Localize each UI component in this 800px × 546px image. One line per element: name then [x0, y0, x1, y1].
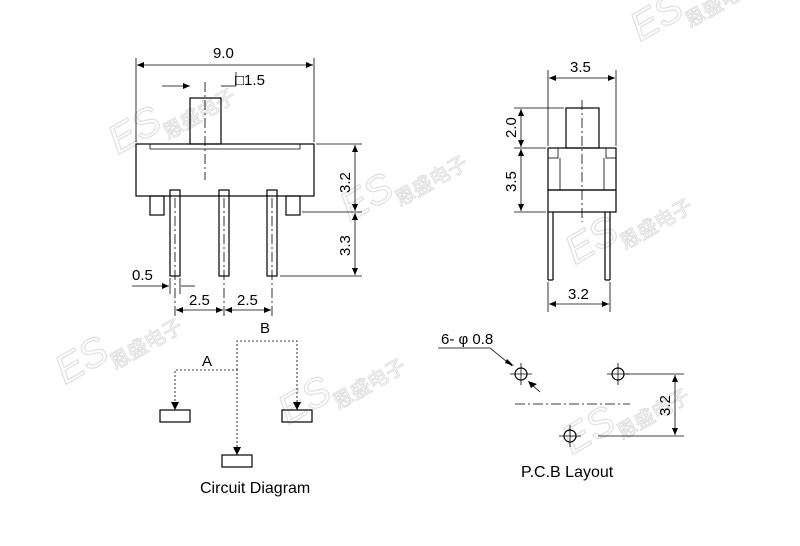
front-view: 9.0 □1.5 3.2 3.3 0.5 2.5 2.5: [132, 45, 362, 316]
dim-side-actuator-label: 2.0: [503, 117, 520, 138]
hole-spec-leader: [438, 347, 513, 367]
watermark-brand: 恩盛电子: [329, 354, 410, 415]
path-a: [174, 369, 238, 455]
watermark-brand: 恩盛电子: [106, 314, 187, 375]
terminal-common: [221, 454, 253, 468]
side-view: 3.5 2.0 3.5 3.2: [503, 59, 617, 312]
dim-side-bottom-label: 3.2: [568, 286, 589, 303]
watermark-logo: ES: [48, 328, 116, 393]
dim-actuator-label: □1.5: [235, 72, 265, 89]
dim-side-top-label: 3.5: [570, 59, 591, 76]
arrow-a: [171, 402, 179, 410]
side-actuator: [565, 107, 600, 149]
dim-body-height-label: 3.2: [337, 172, 354, 193]
watermark-brand: 恩盛电子: [616, 194, 697, 255]
watermark-logo: ES: [101, 98, 169, 163]
hole: [607, 363, 629, 385]
watermark-brand: 恩盛电子: [613, 384, 694, 445]
arrow-b: [293, 402, 301, 410]
switch-body: [135, 143, 315, 197]
dim-pitch-right-label: 2.5: [237, 292, 258, 309]
dim-side-body-label: 3.5: [503, 171, 520, 192]
pcb-caption: P.C.B Layout: [521, 464, 614, 481]
watermark-brand: 恩盛电子: [681, 0, 762, 32]
watermark-logo: ES: [623, 0, 691, 50]
dim-pitch-left-label: 2.5: [189, 292, 210, 309]
hole: [510, 363, 532, 385]
leader-arrow: [505, 359, 514, 366]
watermark-logo: ES: [555, 398, 623, 463]
circuit-diagram: A B Circuit Diagram: [159, 320, 313, 497]
circuit-caption: Circuit Diagram: [200, 480, 310, 497]
arrow-common: [233, 447, 241, 455]
side-corner-notch: [547, 147, 559, 159]
dim-pcb-spacing-label: 3.2: [657, 395, 674, 416]
side-corner-notch: [605, 147, 617, 159]
hole: [559, 425, 581, 447]
hole-spec-label: 6- φ 0.8: [441, 331, 493, 348]
dim-pin-length-label: 3.3: [337, 235, 354, 256]
watermark-logo: ES: [558, 208, 626, 273]
watermark-brand: 恩盛电子: [391, 151, 472, 212]
standoff-left: [149, 195, 165, 216]
circuit-label-a: A: [202, 353, 212, 370]
leader-arrow: [528, 381, 537, 388]
standoff-right: [285, 195, 301, 216]
dim-width-label: 9.0: [213, 45, 234, 62]
watermark-logo: ES: [271, 368, 339, 433]
pcb-layout: 6- φ 0.8 3.2 P.C.B Layout: [438, 331, 684, 481]
watermark-brand: 恩盛电子: [159, 84, 240, 145]
watermark-group: ES 恩盛电子 ES 恩盛电子 ES 恩盛电子 ES 恩盛电子 ES 恩盛电子 …: [47, 0, 762, 463]
terminal-left: [159, 409, 191, 423]
circuit-label-b: B: [260, 320, 270, 337]
dim-pin-width-label: 0.5: [132, 267, 153, 284]
